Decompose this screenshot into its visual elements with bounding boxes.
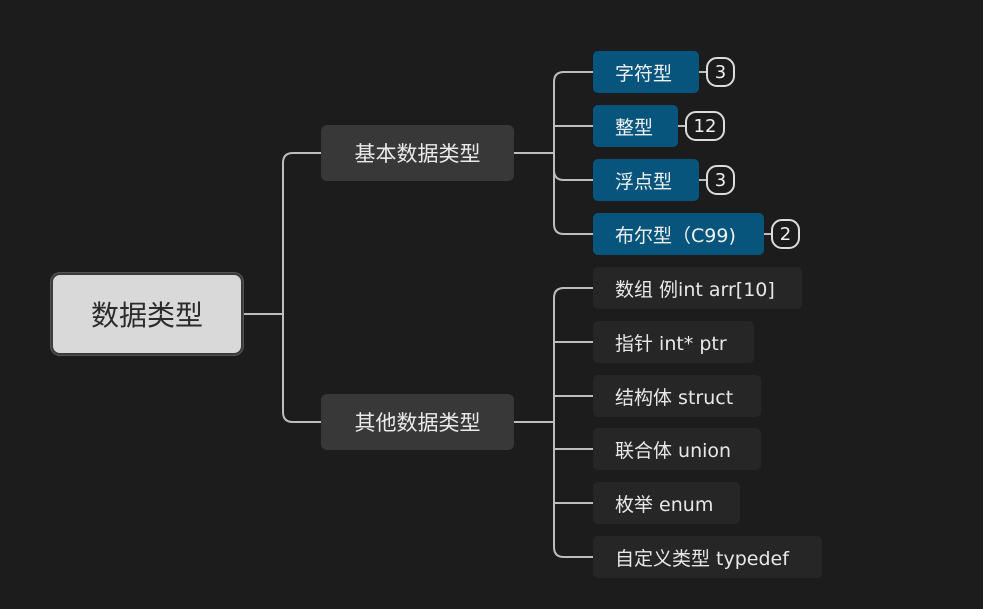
leaf-union[interactable]: 联合体 union xyxy=(593,428,761,470)
count-label: 3 xyxy=(714,61,727,83)
leaf-enum[interactable]: 枚举 enum xyxy=(593,482,740,524)
leaf-label: 枚举 enum xyxy=(615,493,714,516)
root-label: 数据类型 xyxy=(90,299,203,332)
leaf-label: 整型 xyxy=(615,116,654,139)
leaf-label: 自定义类型 typedef xyxy=(615,547,789,570)
branch-basic-types[interactable]: 基本数据类型 xyxy=(321,125,514,181)
connector-basic-trunk xyxy=(553,71,593,235)
leaf-array[interactable]: 数组 例int arr[10] xyxy=(593,267,802,309)
branch-label: 基本数据类型 xyxy=(354,142,481,166)
leaf-float-type[interactable]: 浮点型 xyxy=(593,159,699,201)
badge-stub xyxy=(678,71,771,235)
branch-other-types[interactable]: 其他数据类型 xyxy=(321,394,514,450)
count-label: 3 xyxy=(714,169,727,191)
branch-label: 其他数据类型 xyxy=(354,411,481,435)
count-label: 12 xyxy=(693,115,717,137)
leaf-label: 浮点型 xyxy=(615,170,673,193)
connector-other-trunk xyxy=(553,287,593,558)
leaf-struct[interactable]: 结构体 struct xyxy=(593,375,761,417)
leaf-label: 指针 int* ptr xyxy=(615,332,727,355)
connector-root-trunk xyxy=(282,152,321,423)
count-badge[interactable]: 12 xyxy=(685,111,725,141)
count-badge[interactable]: 2 xyxy=(771,219,800,249)
root-node[interactable]: 数据类型 xyxy=(51,273,243,355)
leaf-bool-type[interactable]: 布尔型（C99) xyxy=(593,213,764,255)
leaf-label: 联合体 union xyxy=(615,439,732,462)
leaf-label: 字符型 xyxy=(615,62,673,85)
leaf-label: 布尔型（C99) xyxy=(615,224,736,247)
leaf-int-type[interactable]: 整型 xyxy=(593,105,678,147)
count-badge[interactable]: 3 xyxy=(706,165,735,195)
leaf-pointer[interactable]: 指针 int* ptr xyxy=(593,321,754,363)
count-badge[interactable]: 3 xyxy=(706,57,735,87)
leaf-typedef[interactable]: 自定义类型 typedef xyxy=(593,536,822,578)
leaf-label: 数组 例int arr[10] xyxy=(615,278,775,301)
leaf-label: 结构体 struct xyxy=(615,386,734,409)
count-label: 2 xyxy=(779,223,792,245)
leaf-char-type[interactable]: 字符型 xyxy=(593,51,699,93)
